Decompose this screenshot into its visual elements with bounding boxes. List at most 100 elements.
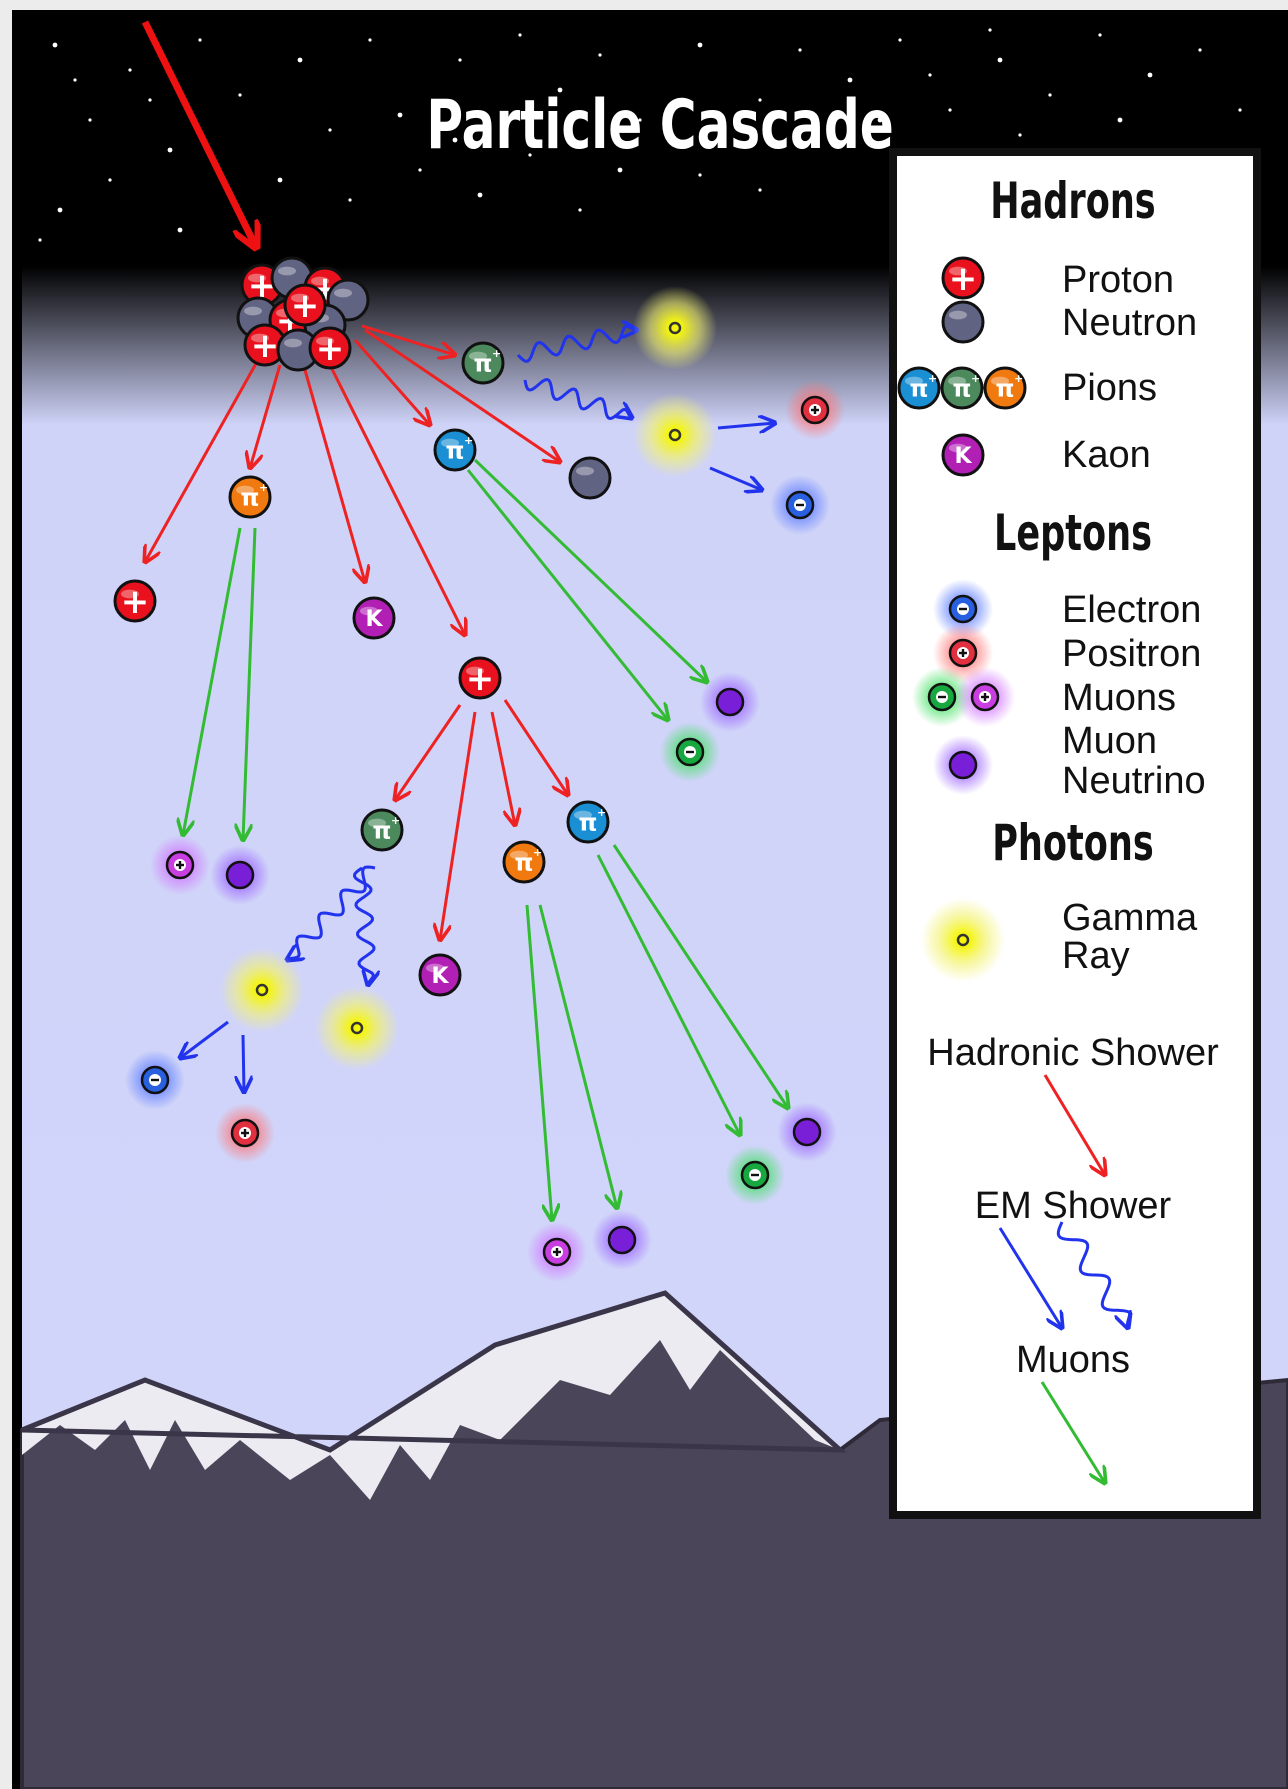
hadronic-arrow [250,364,282,468]
em-arrow [709,466,762,490]
star [997,57,1003,63]
star [598,53,602,57]
star [73,78,77,82]
legend-label-gamma-ray-line2: Ray [1062,935,1130,977]
svg-text:+: + [492,347,501,360]
legend-pion-blue-icon: π+ [897,366,941,410]
star [88,118,92,122]
svg-text:+: + [464,434,473,447]
em-arrow [180,1020,229,1058]
em-wavy-arrow [287,865,376,960]
star [1018,133,1022,137]
legend-pion-green-icon: π+ [940,366,984,410]
legend-em-arrow [998,1227,1062,1328]
legend-label-kaon: Kaon [1062,434,1151,476]
hadronic-arrow [145,359,260,562]
svg-text:K: K [365,607,383,632]
electron [770,475,830,535]
em-wavy-arrow [516,326,637,363]
legend-pion-orange-icon: π+ [983,366,1027,410]
star [57,207,63,213]
svg-text:π: π [446,437,465,465]
hadronic-arrow [303,369,365,582]
legend-em-wavy-arrow [1056,1221,1129,1328]
pion-orange: π+ [228,475,272,519]
legend-kaon-icon: K [941,433,985,477]
star [458,58,462,62]
muon-neutrino [210,845,270,905]
legend-muon-plus-icon [955,667,1015,727]
muon-arrow [183,527,242,835]
diagram-title: Particle Cascade [426,85,893,165]
pion-green: π+ [461,341,505,385]
muon-neutrino [592,1210,652,1270]
legend-gamma-ray-icon [921,898,1005,982]
legend-proton-icon: + [941,256,985,300]
star [1198,48,1202,52]
star [1098,33,1102,37]
svg-text:+: + [391,814,400,827]
gamma-ray [633,286,717,370]
muon-arrow [538,904,617,1208]
muon-arrow [243,527,257,840]
pion-green: π+ [360,808,404,852]
star [452,137,458,143]
legend-label-muon-neutrino-line2: Neutrino [1062,760,1206,802]
hadronic-arrow [503,699,568,795]
muon-plus [527,1222,587,1282]
legend-label-proton: Proton [1062,259,1174,301]
svg-text:π: π [474,350,493,378]
svg-text:+: + [1014,372,1023,385]
svg-text:+: + [971,372,980,385]
svg-text:+: + [259,481,268,494]
muon-arrow [466,469,668,720]
star [758,188,762,192]
cascade-arrows [145,326,788,1220]
hadronic-arrow [361,324,455,355]
svg-text:+: + [533,846,542,859]
star [328,128,332,132]
svg-text:K: K [954,444,972,469]
star [418,168,422,172]
star [108,178,112,182]
star [948,108,952,112]
star [847,77,853,83]
star [758,98,762,102]
star [238,93,242,97]
legend-muon-minus-icon [912,667,972,727]
svg-text:π: π [910,375,929,403]
pion-orange: π+ [502,840,546,884]
legend-label-positron: Positron [1062,633,1201,675]
legend-label-pions: Pions [1062,367,1157,409]
muon-neutrino [777,1102,837,1162]
star [277,177,283,183]
svg-text:+: + [597,806,606,819]
nucleus-proton: + [308,326,352,370]
svg-text:π: π [241,484,260,512]
svg-text:+: + [928,372,937,385]
legend-icons: +π+π+π+K [897,256,1027,982]
kaon: K [352,596,396,640]
star [798,48,802,52]
hadronic-arrow [353,339,430,425]
star [198,38,202,42]
svg-text:+: + [291,286,320,326]
pion-blue: π+ [433,428,477,472]
legend-label-gamma-ray-line1: Gamma [1062,897,1198,939]
star [1147,72,1153,78]
svg-text:π: π [515,849,534,877]
svg-text:+: + [251,326,280,366]
legend-label-hadronic-shower: Hadronic Shower [927,1032,1219,1074]
legend-label-muons: Muons [1062,677,1176,719]
svg-text:π: π [953,375,972,403]
muon-plus [150,835,210,895]
star [297,57,303,63]
muon-minus [660,722,720,782]
legend-label-muons-arrow: Muons [1016,1339,1130,1381]
em-wavy-arrow [523,377,632,419]
cascade-particles: ++++++π+π+π++K+π+π+π+K [113,256,845,1282]
positron [785,380,845,440]
star [368,38,372,42]
muon-arrow [473,458,707,682]
legend-label-neutron: Neutron [1062,302,1197,344]
